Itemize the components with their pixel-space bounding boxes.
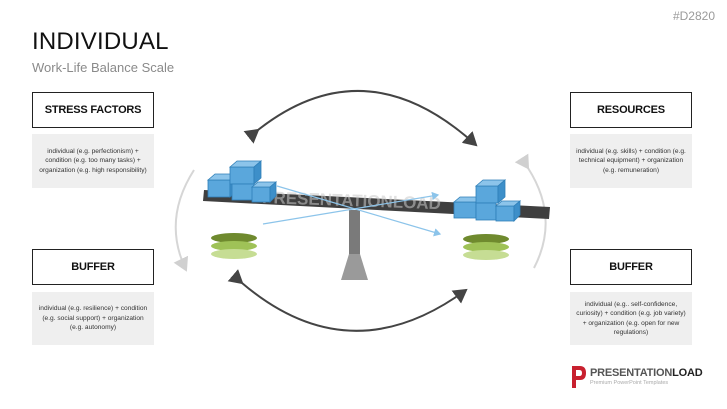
pivot-post — [349, 210, 360, 255]
stress-factors-label: STRESS FACTORS — [32, 92, 154, 128]
resources-label: RESOURCES — [570, 92, 692, 128]
buffer-left-label: BUFFER — [32, 249, 154, 285]
brand-name-light: PRESENTATION — [590, 367, 673, 379]
green-discs-right — [463, 234, 509, 260]
footer-logo: PRESENTATIONLOAD Premium PowerPoint Temp… — [570, 366, 720, 392]
cycle-arrow-top — [243, 89, 478, 147]
brand-name: PRESENTATIONLOAD — [590, 367, 703, 379]
buffer-right-label: BUFFER — [570, 249, 692, 285]
cross-arrow-1 — [262, 191, 440, 225]
page-title: INDIVIDUAL — [32, 28, 169, 55]
buffer-right-description: individual (e.g.. self-confidence, curio… — [570, 292, 692, 345]
brand-logo-icon — [572, 366, 586, 388]
cycle-arrow-bottom — [227, 269, 468, 332]
side-arrow-left — [173, 169, 195, 272]
stress-factors-description: individual (e.g. perfectionism) + condit… — [32, 134, 154, 188]
box-stack-right — [452, 179, 522, 222]
box-stack-left — [206, 160, 278, 203]
buffer-left-description: individual (e.g. resilience) + condition… — [32, 292, 154, 345]
page-subtitle: Work-Life Balance Scale — [32, 60, 175, 75]
green-discs-left — [211, 233, 257, 259]
brand-name-bold: LOAD — [672, 367, 703, 379]
resources-description: individual (e.g. skills) + condition (e.… — [570, 134, 692, 188]
cross-arrow-2 — [276, 185, 442, 237]
slide-id: #D2820 — [672, 9, 715, 23]
pivot-base — [341, 254, 368, 280]
brand-tagline: Premium PowerPoint Templates — [590, 380, 669, 386]
